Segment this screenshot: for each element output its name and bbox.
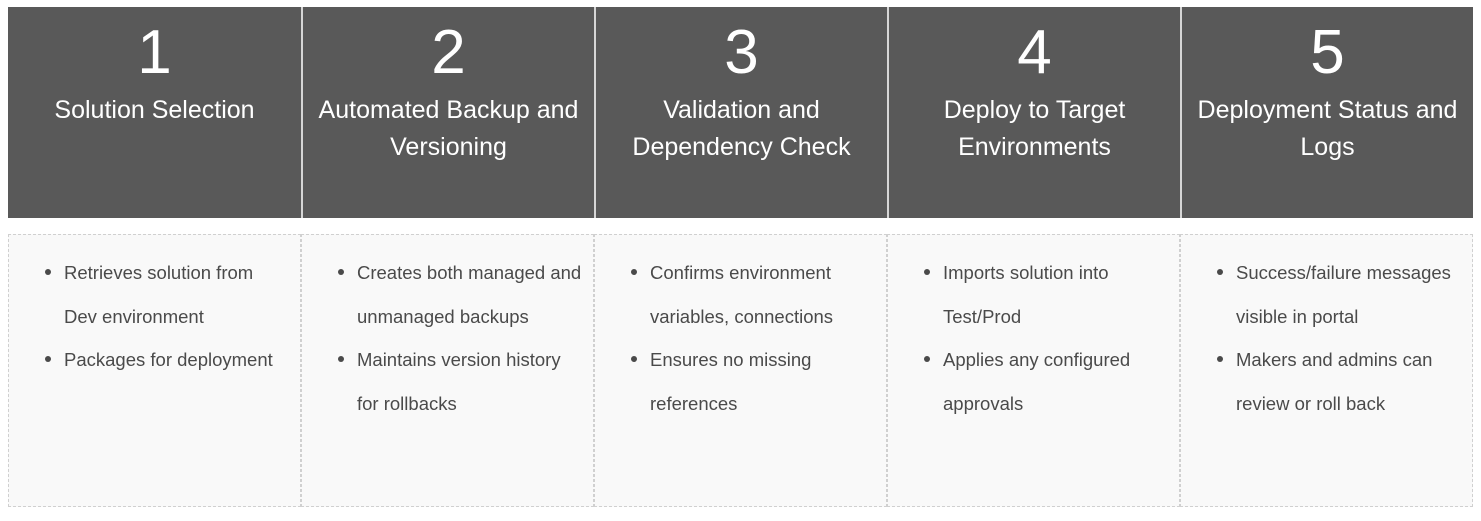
list-item: Creates both managed and unmanaged backu…: [312, 251, 583, 338]
step-header-4: 4 Deploy to Target Environments: [887, 7, 1180, 218]
list-item-text: Imports solution into Test/Prod: [943, 262, 1109, 327]
bullet-dot-icon: [45, 269, 51, 275]
step-number-5: 5: [1310, 18, 1345, 87]
step-title-3: Validation and Dependency Check: [632, 96, 851, 162]
bullet-dot-icon: [338, 356, 344, 362]
bullet-list-5: Success/failure messages visible in port…: [1191, 251, 1462, 425]
list-item: Retrieves solution from Dev environment: [19, 251, 290, 338]
list-item-text: Applies any configured approvals: [943, 349, 1131, 414]
list-item: Ensures no missing references: [605, 338, 876, 425]
list-item-text: Packages for deployment: [64, 349, 273, 370]
step-header-5: 5 Deployment Status and Logs: [1180, 7, 1473, 218]
step-column-3: 3 Validation and Dependency Check Confir…: [594, 7, 887, 507]
list-item-text: Creates both managed and unmanaged backu…: [357, 262, 582, 327]
bullet-dot-icon: [45, 356, 51, 362]
step-column-5: 5 Deployment Status and Logs Success/fai…: [1180, 7, 1473, 507]
list-item-text: Success/failure messages visible in port…: [1236, 262, 1451, 327]
step-title-4: Deploy to Target Environments: [943, 96, 1126, 162]
bullet-dot-icon: [924, 356, 930, 362]
list-item-text: Makers and admins can review or roll bac…: [1236, 349, 1433, 414]
list-item-text: Confirms environment variables, connecti…: [650, 262, 834, 327]
step-column-2: 2 Automated Backup and Versioning Create…: [301, 7, 594, 507]
bullet-dot-icon: [338, 269, 344, 275]
step-title-2: Automated Backup and Versioning: [318, 96, 579, 162]
list-item: Confirms environment variables, connecti…: [605, 251, 876, 338]
step-number-3: 3: [724, 18, 759, 87]
step-number-4: 4: [1017, 18, 1052, 87]
step-body-3: Confirms environment variables, connecti…: [594, 234, 887, 507]
step-body-2: Creates both managed and unmanaged backu…: [301, 234, 594, 507]
list-item: Applies any configured approvals: [898, 338, 1169, 425]
step-number-2: 2: [431, 18, 466, 87]
bullet-list-3: Confirms environment variables, connecti…: [605, 251, 876, 425]
step-header-1: 1 Solution Selection: [8, 7, 301, 218]
bullet-dot-icon: [924, 269, 930, 275]
bullet-dot-icon: [1217, 269, 1223, 275]
list-item: Makers and admins can review or roll bac…: [1191, 338, 1462, 425]
step-column-1: 1 Solution Selection Retrieves solution …: [8, 7, 301, 507]
step-title-5: Deployment Status and Logs: [1197, 96, 1458, 162]
bullet-dot-icon: [1217, 356, 1223, 362]
bullet-dot-icon: [631, 269, 637, 275]
list-item: Maintains version history for rollbacks: [312, 338, 583, 425]
step-number-1: 1: [137, 18, 172, 87]
bullet-list-4: Imports solution into Test/Prod Applies …: [898, 251, 1169, 425]
step-header-3: 3 Validation and Dependency Check: [594, 7, 887, 218]
bullet-dot-icon: [631, 356, 637, 362]
step-title-1: Solution Selection: [54, 96, 255, 125]
step-body-5: Success/failure messages visible in port…: [1180, 234, 1473, 507]
list-item: Imports solution into Test/Prod: [898, 251, 1169, 338]
bullet-list-1: Retrieves solution from Dev environment …: [19, 251, 290, 382]
list-item-text: Maintains version history for rollbacks: [357, 349, 561, 414]
step-column-4: 4 Deploy to Target Environments Imports …: [887, 7, 1180, 507]
list-item-text: Retrieves solution from Dev environment: [64, 262, 254, 327]
list-item: Packages for deployment: [19, 338, 290, 382]
step-header-2: 2 Automated Backup and Versioning: [301, 7, 594, 218]
step-body-1: Retrieves solution from Dev environment …: [8, 234, 301, 507]
list-item-text: Ensures no missing references: [650, 349, 812, 414]
bullet-list-2: Creates both managed and unmanaged backu…: [312, 251, 583, 425]
list-item: Success/failure messages visible in port…: [1191, 251, 1462, 338]
step-body-4: Imports solution into Test/Prod Applies …: [887, 234, 1180, 507]
